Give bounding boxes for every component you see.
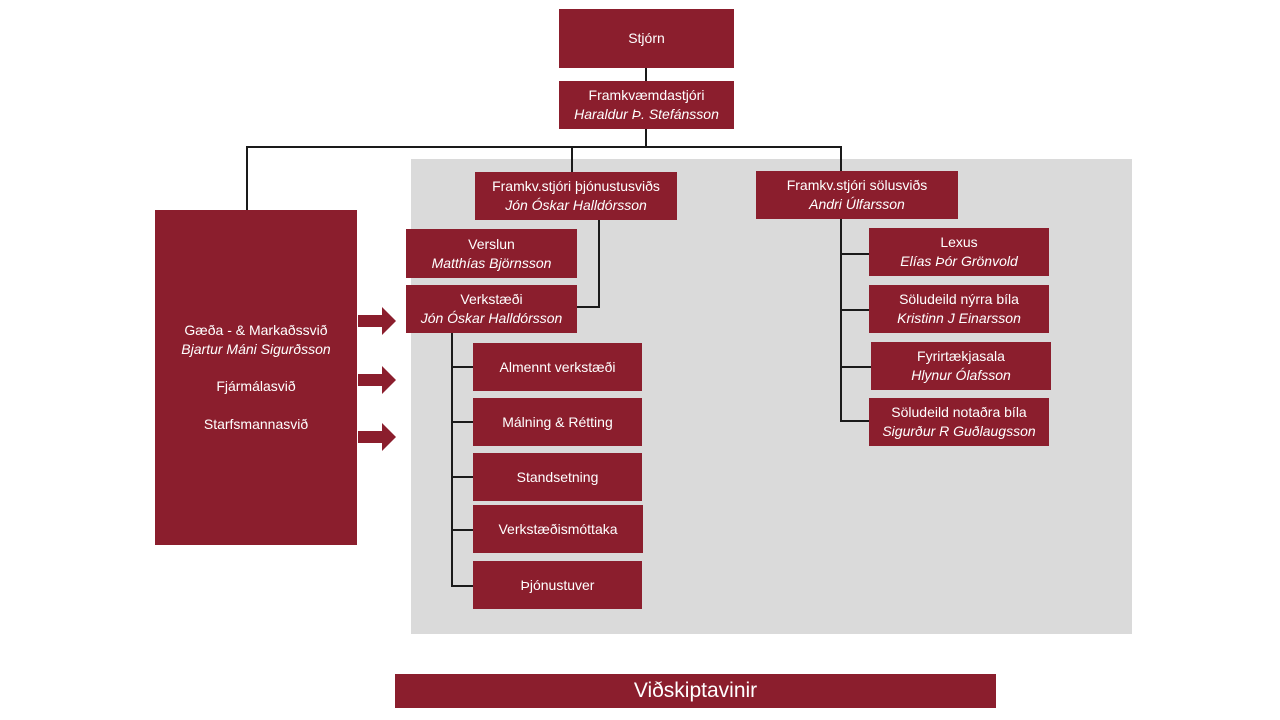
sales-unit-title: Söludeild notaðra bíla (891, 404, 1027, 420)
sales-unit-name: Hlynur Ólafsson (911, 367, 1011, 383)
connector-workshop-unit-5 (451, 585, 473, 587)
sales-unit-title: Lexus (940, 234, 978, 250)
sales-unit-name: Elías Þór Grönvold (900, 253, 1018, 269)
workshop-name: Jón Óskar Halldórsson (420, 310, 563, 326)
sales-unit-box: Söludeild nýrra bíla Kristinn J Einarsso… (869, 285, 1049, 333)
sales-unit-box: Söludeild notaðra bíla Sigurður R Guðlau… (869, 398, 1049, 446)
finance-label: Fjármálasvið (216, 378, 296, 394)
workshop-unit-title: Verkstæðismóttaka (498, 520, 618, 537)
workshop-unit-box: Þjónustuver (473, 561, 642, 609)
connector-workshop-unit-1 (451, 366, 473, 368)
customers-bar: Viðskiptavinir (395, 674, 996, 708)
connector-support-drop (246, 146, 248, 210)
board-box: Stjórn (559, 9, 734, 68)
ceo-title: Framkvæmdastjóri (588, 87, 705, 103)
customers-label: Viðskiptavinir (633, 679, 758, 702)
connector-service-spine (598, 220, 600, 308)
workshop-unit-box: Verkstæðismóttaka (473, 505, 643, 553)
quality-title: Gæða - & Markaðssvið (184, 322, 328, 338)
connector-sales-unit-3 (840, 366, 871, 368)
sales-head-title: Framkv.stjóri sölusviðs (786, 177, 928, 193)
connector-sales-unit-1 (840, 253, 869, 255)
workshop-title: Verkstæði (460, 291, 523, 307)
sales-unit-title: Fyrirtækjasala (917, 348, 1005, 364)
connector-board-ceo (645, 68, 647, 82)
service-head-title: Framkv.stjóri þjónustusviðs (492, 178, 660, 194)
workshop-unit-title: Málning & Rétting (502, 413, 613, 430)
right-arrow-icon (358, 366, 396, 394)
quality-name: Bjartur Máni Sigurðsson (181, 341, 331, 357)
workshop-unit-title: Standsetning (516, 468, 599, 485)
ceo-box: Framkvæmdastjóri Haraldur Þ. Stefánsson (559, 81, 734, 129)
sales-unit-name: Kristinn J Einarsson (897, 310, 1021, 326)
hr-label: Starfsmannasvið (203, 416, 309, 432)
connector-sales-drop (840, 146, 842, 172)
connector-horizontal-top (246, 146, 842, 148)
shop-name: Matthías Björnsson (431, 254, 552, 271)
right-arrow-icon (358, 307, 396, 335)
connector-workshop-unit-4 (451, 529, 473, 531)
sales-unit-box: Fyrirtækjasala Hlynur Ólafsson (871, 342, 1051, 390)
sales-head-name: Andri Úlfarsson (809, 196, 905, 212)
workshop-unit-title: Þjónustuver (520, 576, 595, 593)
connector-service-workshop (577, 306, 600, 308)
service-head-name: Jón Óskar Halldórsson (505, 197, 647, 213)
ceo-name: Haraldur Þ. Stefánsson (574, 106, 719, 122)
connector-sales-unit-2 (840, 309, 869, 311)
shop-box: Verslun Matthías Björnsson (406, 229, 577, 278)
shop-title: Verslun (468, 235, 515, 252)
workshop-unit-title: Almennt verkstæði (499, 358, 616, 375)
sales-unit-name: Sigurður R Guðlaugsson (882, 423, 1036, 439)
workshop-box: Verkstæði Jón Óskar Halldórsson (406, 285, 577, 333)
connector-sales-unit-4 (840, 420, 869, 422)
connector-ceo-down (645, 129, 647, 147)
connector-workshop-spine (451, 333, 453, 586)
workshop-unit-box: Almennt verkstæði (473, 343, 642, 391)
connector-workshop-unit-2 (451, 421, 473, 423)
sales-unit-title: Söludeild nýrra bíla (899, 291, 1019, 307)
connector-service-drop (571, 146, 573, 172)
connector-sales-spine (840, 219, 842, 422)
sales-unit-box: Lexus Elías Þór Grönvold (869, 228, 1049, 276)
sales-head-box: Framkv.stjóri sölusviðs Andri Úlfarsson (756, 171, 958, 219)
workshop-unit-box: Málning & Rétting (473, 398, 642, 446)
right-arrow-icon (358, 423, 396, 451)
board-title: Stjórn (628, 30, 665, 46)
workshop-unit-box: Standsetning (473, 453, 642, 501)
service-head-box: Framkv.stjóri þjónustusviðs Jón Óskar Ha… (475, 172, 677, 220)
support-functions-box: Gæða - & Markaðssvið Bjartur Máni Sigurð… (155, 210, 357, 545)
connector-workshop-unit-3 (451, 476, 473, 478)
